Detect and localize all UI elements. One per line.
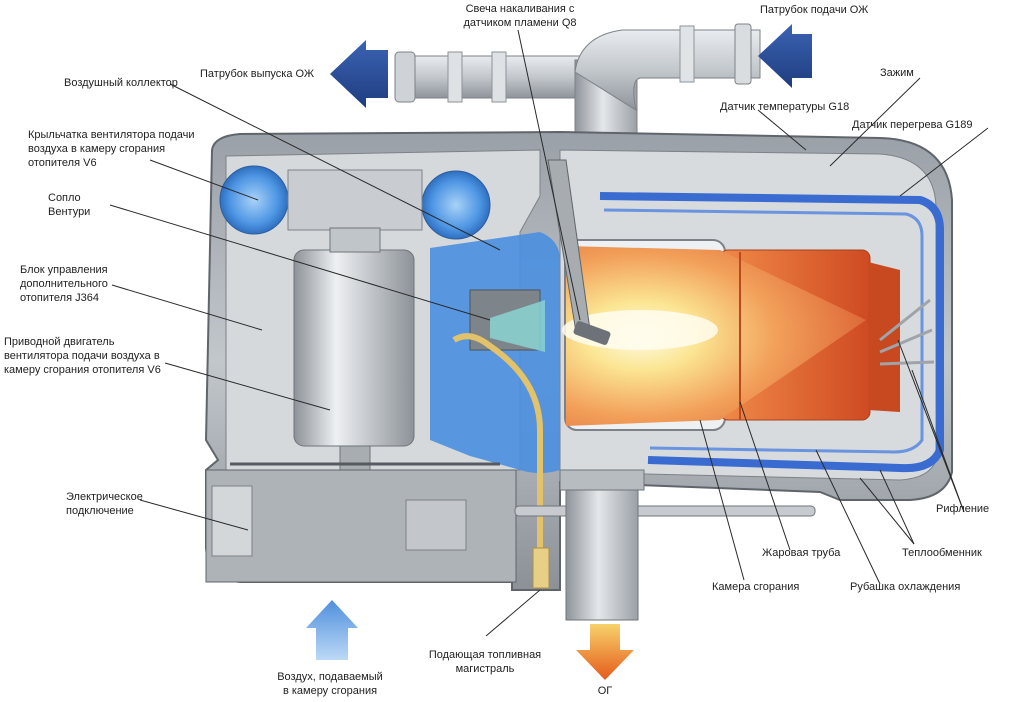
label-fuel-line: Подающая топливная магистраль	[428, 649, 542, 675]
coolant-inlet-arrow	[758, 24, 812, 88]
label-air-intake: Воздух, подаваемый в камеру сгорания	[277, 671, 383, 697]
label-control-unit: Блок управления дополнительного отопител…	[20, 264, 108, 304]
label-clamp: Зажим	[880, 67, 914, 79]
label-electric-connection: Электрическое подключение	[66, 491, 143, 517]
fan-motor	[293, 227, 415, 471]
leader-lines	[109, 29, 989, 637]
label-air-manifold: Воздушный коллектор	[64, 77, 178, 89]
label-glow-plug: Свеча накаливания с датчиком пламени Q8	[463, 3, 577, 29]
fuel-line	[452, 333, 543, 588]
label-coolant-inlet: Патрубок подачи ОЖ	[760, 4, 869, 16]
venturi-nozzle	[469, 289, 545, 352]
label-temp-sensor: Датчик температуры G18	[720, 101, 850, 113]
label-heat-exchanger: Теплообменник	[902, 547, 982, 559]
control-unit	[205, 462, 517, 583]
combustion-chamber	[562, 239, 900, 431]
tie-rod	[514, 505, 816, 517]
label-overheat-sensor: Датчик перегрева G189	[852, 119, 973, 131]
coolant-pipes	[394, 23, 761, 149]
label-combustion-chamber: Камера сгорания	[712, 581, 800, 593]
label-ribbing: Рифление	[936, 503, 990, 515]
glow-plug	[547, 159, 611, 345]
air-intake-arrow	[306, 600, 358, 660]
label-exhaust: ОГ	[597, 685, 613, 697]
label-cooling-jacket: Рубашка охлаждения	[850, 581, 961, 593]
label-venturi: Сопло Вентури	[48, 192, 91, 218]
coolant-outlet-arrow	[330, 40, 388, 108]
exhaust-arrow	[576, 624, 634, 680]
cooling-channel	[599, 192, 944, 473]
label-coolant-outlet: Патрубок выпуска ОЖ	[200, 68, 315, 80]
exhaust-pipe	[565, 469, 639, 621]
label-fan-impeller: Крыльчатка вентилятора подачи воздуха в …	[28, 129, 195, 169]
label-fan-motor: Приводной двигатель вентилятора подачи в…	[4, 336, 161, 376]
label-flame-tube: Жаровая труба	[762, 547, 841, 559]
